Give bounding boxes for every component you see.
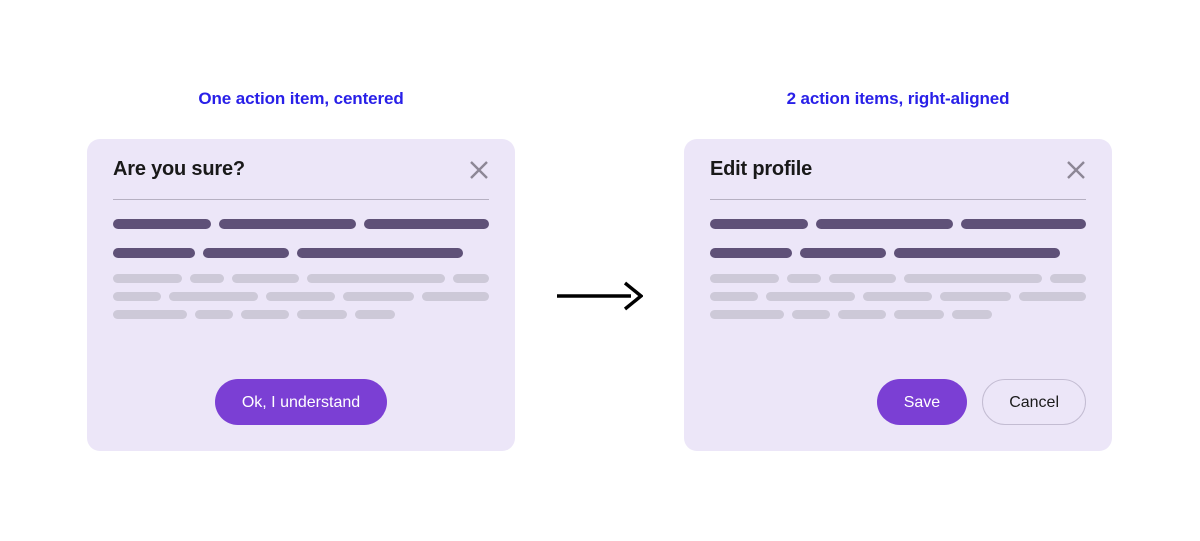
placeholder-row xyxy=(710,274,1086,283)
placeholder-bar xyxy=(792,310,830,319)
placeholder-bar xyxy=(765,292,856,301)
close-icon[interactable] xyxy=(1063,157,1089,183)
placeholder-bar xyxy=(815,219,953,229)
placeholder-bar xyxy=(113,274,182,283)
placeholder-bar xyxy=(266,292,336,301)
dialog-title: Are you sure? xyxy=(113,158,245,180)
placeholder-bar xyxy=(343,292,414,301)
placeholder-bar xyxy=(452,274,489,283)
placeholder-row xyxy=(113,310,489,319)
dialog-divider xyxy=(113,199,489,200)
placeholder-bar xyxy=(710,310,784,319)
placeholder-bar xyxy=(903,274,1042,283)
placeholder-row xyxy=(113,219,489,229)
dialog-card-are-you-sure: Are you sure? xyxy=(87,139,515,451)
placeholder-row xyxy=(710,310,1086,319)
ok-i-understand-button[interactable]: Ok, I understand xyxy=(214,379,388,425)
placeholder-bar xyxy=(710,274,779,283)
placeholder-bar xyxy=(195,310,233,319)
placeholder-bar xyxy=(829,274,896,283)
dialog-divider xyxy=(710,199,1086,200)
example-caption-one-action: One action item, centered xyxy=(198,89,404,108)
placeholder-bar xyxy=(297,248,463,258)
placeholder-row xyxy=(710,248,1086,258)
dialog-actions: Ok, I understand xyxy=(113,379,489,425)
placeholder-bar xyxy=(1018,292,1086,301)
placeholder-row xyxy=(710,219,1086,229)
placeholder-bar xyxy=(894,310,944,319)
placeholder-bar xyxy=(786,274,822,283)
placeholder-bar xyxy=(306,274,445,283)
placeholder-bar xyxy=(113,248,195,258)
placeholder-bar xyxy=(218,219,356,229)
example-caption-two-actions: 2 action items, right-aligned xyxy=(786,89,1010,108)
placeholder-bar xyxy=(241,310,289,319)
placeholder-bar xyxy=(710,248,792,258)
placeholder-bar xyxy=(800,248,886,258)
placeholder-bar xyxy=(421,292,489,301)
dialog-header: Edit profile xyxy=(710,139,1086,200)
dialog-header: Are you sure? xyxy=(113,139,489,200)
placeholder-bar xyxy=(894,248,1060,258)
dialog-placeholder-content xyxy=(710,200,1086,319)
placeholder-bar xyxy=(232,274,299,283)
placeholder-bar xyxy=(960,219,1086,229)
placeholder-bar xyxy=(710,219,808,229)
placeholder-bar xyxy=(203,248,289,258)
placeholder-bar xyxy=(838,310,886,319)
close-icon[interactable] xyxy=(466,157,492,183)
placeholder-bar xyxy=(863,292,933,301)
placeholder-bar xyxy=(363,219,489,229)
dialog-card-edit-profile: Edit profile xyxy=(684,139,1112,451)
placeholder-bar xyxy=(168,292,259,301)
placeholder-row xyxy=(113,248,489,258)
dialog-placeholder-content xyxy=(113,200,489,319)
placeholder-row xyxy=(113,274,489,283)
placeholder-bar xyxy=(940,292,1011,301)
placeholder-row xyxy=(113,292,489,301)
placeholder-bar xyxy=(297,310,347,319)
placeholder-bar xyxy=(113,219,211,229)
dialog-title: Edit profile xyxy=(710,158,813,180)
dialog-actions: Save Cancel xyxy=(710,379,1086,425)
placeholder-bar xyxy=(1049,274,1086,283)
placeholder-bar xyxy=(355,310,395,319)
placeholder-row xyxy=(710,292,1086,301)
placeholder-bar xyxy=(113,310,187,319)
right-arrow-icon xyxy=(557,281,643,311)
placeholder-bar xyxy=(952,310,992,319)
placeholder-bar xyxy=(189,274,225,283)
save-button[interactable]: Save xyxy=(876,379,968,425)
placeholder-bar xyxy=(113,292,161,301)
cancel-button[interactable]: Cancel xyxy=(982,379,1086,425)
placeholder-bar xyxy=(710,292,758,301)
